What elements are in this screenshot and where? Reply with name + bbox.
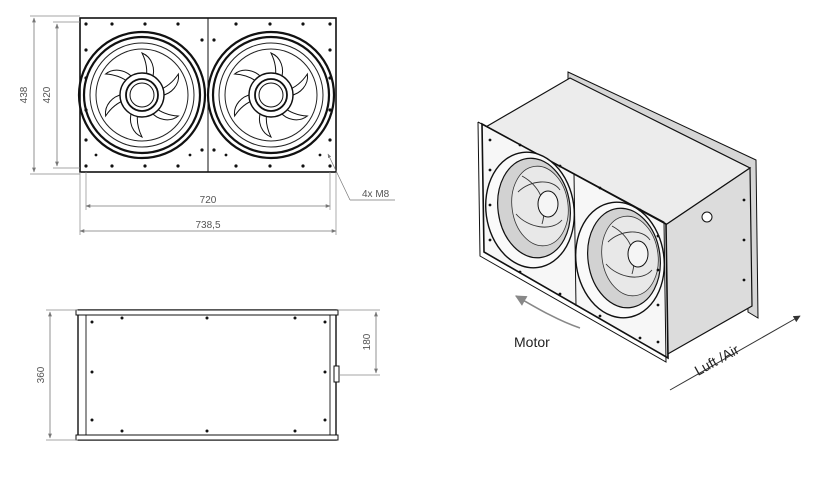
side-bolt-holes: [90, 316, 327, 433]
airflow-arrow: [669, 315, 801, 391]
dim-720: 720: [85, 172, 331, 210]
front-bolt-holes: [84, 22, 332, 168]
front-view: 438 420 720 738,5 4x M8: [19, 15, 395, 235]
iso-fan-left: [484, 151, 576, 269]
bolt-callout: 4x M8: [327, 153, 395, 201]
dim-438-label: 438: [19, 86, 30, 103]
dim-360-label: 360: [36, 366, 47, 383]
iso-bolt-holes: [488, 138, 746, 344]
side-bottom-flange: [75, 434, 339, 441]
dim-180: 180: [338, 309, 380, 376]
iso-terminal-knob: [701, 211, 713, 223]
dim-420-label: 420: [42, 86, 53, 103]
iso-fan-right: [574, 201, 666, 319]
dim-738-5: 738,5: [79, 172, 337, 235]
bolt-callout-label: 4x M8: [362, 189, 390, 200]
side-panel: [77, 309, 337, 441]
dim-360: 360: [36, 309, 78, 441]
side-top-flange: [75, 309, 339, 316]
iso-view: Motor Luft /Air: [477, 71, 801, 391]
terminal-box: [333, 365, 340, 383]
airflow-label: Luft /Air: [692, 341, 742, 379]
side-view: 360 180: [36, 309, 380, 441]
dim-720-label: 720: [200, 195, 217, 206]
motor-label: Motor: [514, 334, 550, 350]
motor-rotation-arrow: [515, 295, 581, 329]
dim-438: 438: [19, 15, 80, 175]
dim-180-label: 180: [362, 333, 373, 350]
dim-738-5-label: 738,5: [195, 220, 220, 231]
dim-420: 420: [42, 21, 80, 169]
